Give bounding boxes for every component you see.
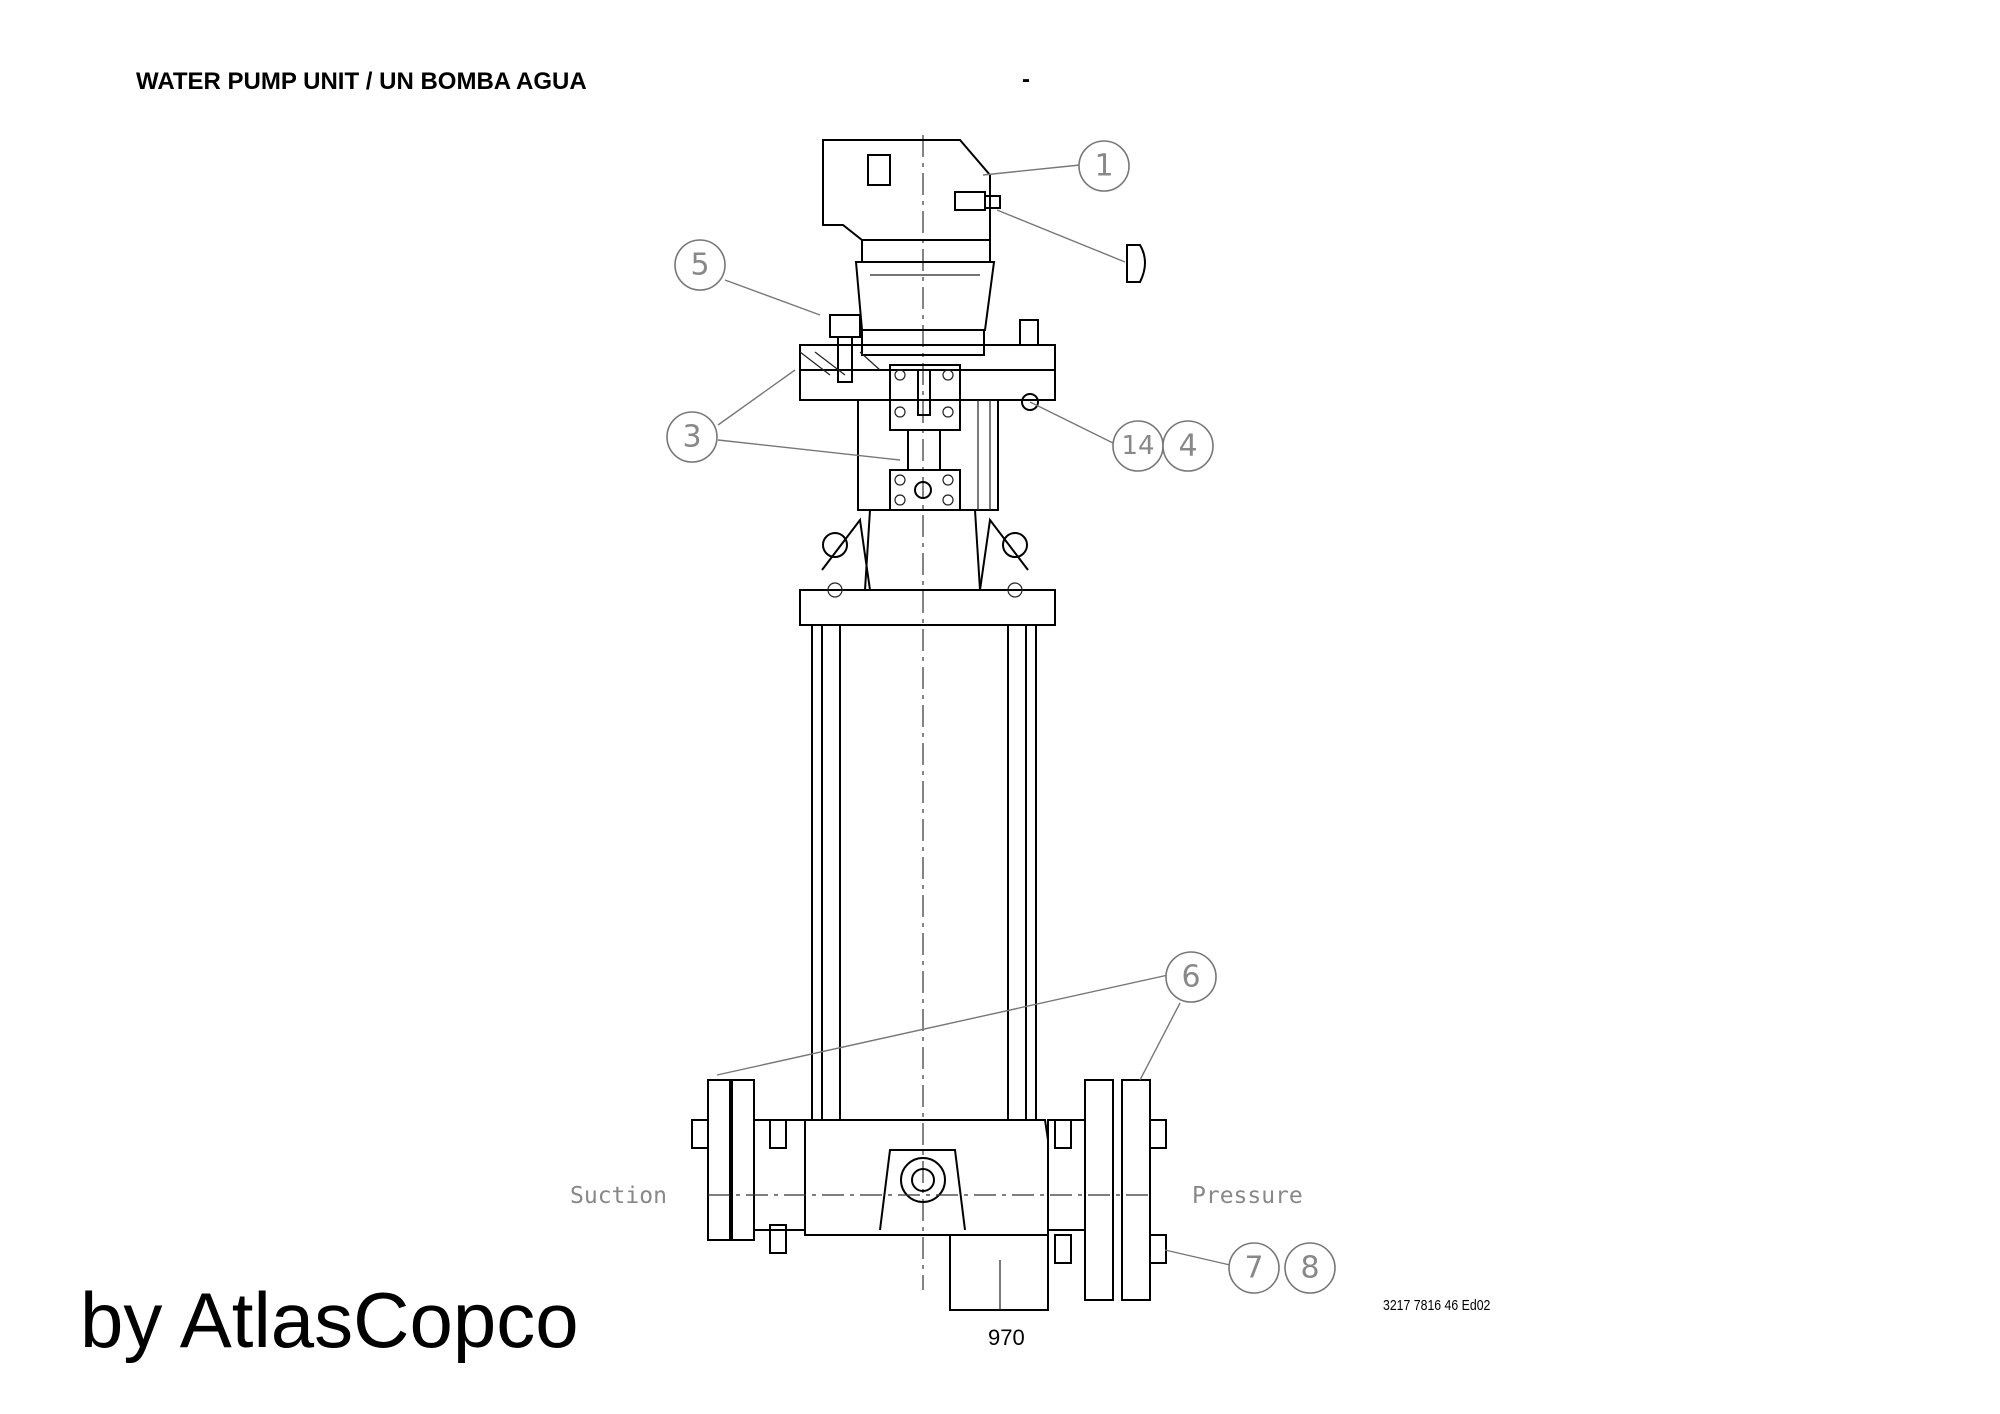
svg-text:8: 8 (1300, 1251, 1319, 1286)
svg-text:3: 3 (682, 420, 701, 455)
svg-text:7: 7 (1244, 1251, 1263, 1286)
svg-text:6: 6 (1181, 960, 1200, 995)
suction-flange (691, 1079, 806, 1254)
title-separator: - (1022, 66, 1030, 93)
callout-7: 7 (1228, 1242, 1280, 1294)
callout-5: 5 (674, 239, 726, 291)
callout-14: 14 (1112, 420, 1164, 472)
document-reference: 3217 7816 46 Ed02 (1383, 1297, 1491, 1314)
brand-logo-text: by AtlasCopco (80, 1276, 579, 1364)
pressure-label: Pressure (1192, 1183, 1303, 1209)
coupling-section (857, 364, 999, 511)
callout-d (1126, 244, 1146, 283)
svg-text:14: 14 (1121, 431, 1154, 461)
callout-8: 8 (1284, 1242, 1336, 1294)
svg-text:5: 5 (690, 248, 709, 283)
svg-text:4: 4 (1178, 429, 1197, 464)
pump-base (804, 1119, 1049, 1311)
page-number: 970 (988, 1325, 1025, 1350)
callout-6: 6 (1165, 951, 1217, 1003)
svg-text:1: 1 (1094, 149, 1113, 184)
lantern-bracket (799, 509, 1056, 626)
pump-barrel (811, 625, 1037, 1120)
callout-3: 3 (666, 411, 718, 463)
motor-head (822, 139, 1001, 356)
pressure-flange (1047, 1079, 1167, 1301)
suction-label: Suction (570, 1183, 667, 1209)
callout-4: 4 (1162, 420, 1214, 472)
callout-1: 1 (1078, 140, 1130, 192)
document-title: WATER PUMP UNIT / UN BOMBA AGUA (136, 68, 587, 95)
mounting-flange (799, 314, 1056, 411)
leader-lines (716, 164, 1231, 1266)
